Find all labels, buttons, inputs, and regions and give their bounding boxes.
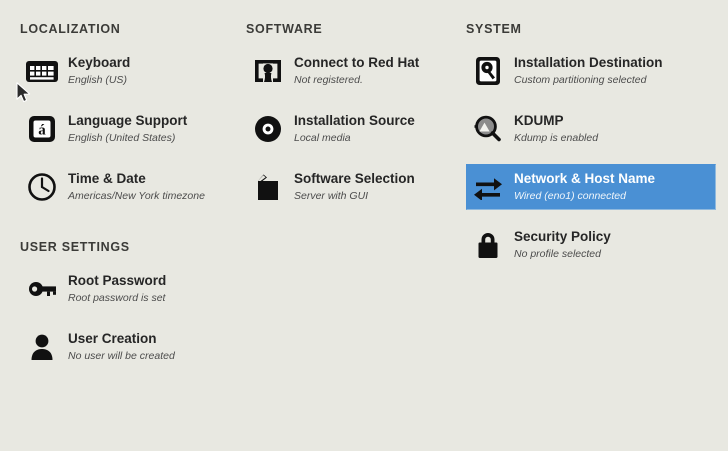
spoke-title: Installation Source <box>294 113 415 128</box>
spoke-connect-to-red-hat[interactable]: Connect to Red Hat Not registered. <box>246 48 461 94</box>
spoke-text: Network & Host Name Wired (eno1) connect… <box>514 169 655 203</box>
spoke-software-selection[interactable]: Software Selection Server with GUI <box>246 164 461 210</box>
spoke-network-and-host-name[interactable]: Network & Host Name Wired (eno1) connect… <box>466 164 716 210</box>
spoke-status: English (US) <box>68 74 127 86</box>
spoke-text: KDUMP Kdump is enabled <box>514 111 598 145</box>
clock-icon <box>25 169 59 205</box>
spoke-title: Network & Host Name <box>514 171 656 186</box>
spoke-title: Root Password <box>68 273 167 288</box>
keyboard-icon <box>25 53 59 89</box>
package-icon <box>251 169 285 205</box>
spoke-status: Local media <box>294 132 351 144</box>
spoke-installation-source[interactable]: Installation Source Local media <box>246 106 461 152</box>
section-heading-localization: LOCALIZATION <box>20 22 121 36</box>
spoke-time-and-date[interactable]: Time & Date Americas/New York timezone <box>20 164 245 210</box>
spoke-title: KDUMP <box>514 113 564 128</box>
spoke-text: Language Support English (United States) <box>68 111 187 145</box>
spoke-status: Server with GUI <box>294 190 369 202</box>
spoke-text: Root Password Root password is set <box>68 271 166 305</box>
spoke-status: Not registered. <box>294 74 363 86</box>
spoke-status: No profile selected <box>514 248 601 260</box>
section-heading-user-settings: USER SETTINGS <box>20 240 130 254</box>
spoke-title: Keyboard <box>68 55 131 70</box>
system-spoke-list: Installation Destination Custom partitio… <box>466 48 716 268</box>
spoke-text: Software Selection Server with GUI <box>294 169 415 203</box>
system-column: SYSTEM Installation Destination Custom p… <box>466 0 716 268</box>
spoke-title: Connect to Red Hat <box>294 55 420 70</box>
spoke-text: Installation Destination Custom partitio… <box>514 53 663 87</box>
spoke-installation-destination[interactable]: Installation Destination Custom partitio… <box>466 48 716 94</box>
software-spoke-list: Connect to Red Hat Not registered. Insta… <box>246 48 461 210</box>
spoke-language-support[interactable]: á Language Support English (United State… <box>20 106 245 152</box>
spoke-title: Installation Destination <box>514 55 663 70</box>
key-icon <box>25 271 59 307</box>
spoke-title: Time & Date <box>68 171 146 186</box>
spoke-title: Security Policy <box>514 229 611 244</box>
spoke-text: Connect to Red Hat Not registered. <box>294 53 419 87</box>
user-settings-spoke-list: Root Password Root password is set User … <box>20 266 245 370</box>
spoke-security-policy[interactable]: Security Policy No profile selected <box>466 222 716 268</box>
spoke-title: User Creation <box>68 331 157 346</box>
spoke-text: Keyboard English (US) <box>68 53 130 87</box>
spoke-title: Language Support <box>68 113 188 128</box>
language-support-icon: á <box>25 111 59 147</box>
section-spacer <box>20 210 245 240</box>
spoke-keyboard[interactable]: Keyboard English (US) <box>20 48 245 94</box>
svg-text:á: á <box>38 123 46 139</box>
spoke-status: Kdump is enabled <box>514 132 599 144</box>
localization-spoke-list: Keyboard English (US) á Language Support… <box>20 48 245 210</box>
localization-column: LOCALIZATION <box>20 0 245 370</box>
spoke-status: No user will be created <box>68 350 175 362</box>
magnifier-icon <box>471 111 505 147</box>
spoke-root-password[interactable]: Root Password Root password is set <box>20 266 245 312</box>
spoke-status: Root password is set <box>68 292 166 304</box>
spoke-kdump[interactable]: KDUMP Kdump is enabled <box>466 106 716 152</box>
spoke-status: Custom partitioning selected <box>514 74 647 86</box>
spoke-text: Installation Source Local media <box>294 111 415 145</box>
software-column: SOFTWARE Connect to Red Hat Not register… <box>246 0 461 210</box>
spoke-status: English (United States) <box>68 132 176 144</box>
disc-icon <box>251 111 285 147</box>
spoke-text: Security Policy No profile selected <box>514 227 611 261</box>
spoke-status: Americas/New York timezone <box>68 190 205 202</box>
redhat-shadowman-icon <box>251 53 285 89</box>
spoke-status: Wired (eno1) connected <box>514 190 626 202</box>
section-heading-system: SYSTEM <box>466 22 522 36</box>
spoke-text: Time & Date Americas/New York timezone <box>68 169 205 203</box>
person-icon <box>25 329 59 365</box>
harddisk-icon <box>471 53 505 89</box>
lock-icon <box>471 227 505 263</box>
section-heading-software: SOFTWARE <box>246 22 323 36</box>
network-icon <box>471 169 505 205</box>
spoke-text: User Creation No user will be created <box>68 329 175 363</box>
spoke-user-creation[interactable]: User Creation No user will be created <box>20 324 245 370</box>
spoke-title: Software Selection <box>294 171 415 186</box>
